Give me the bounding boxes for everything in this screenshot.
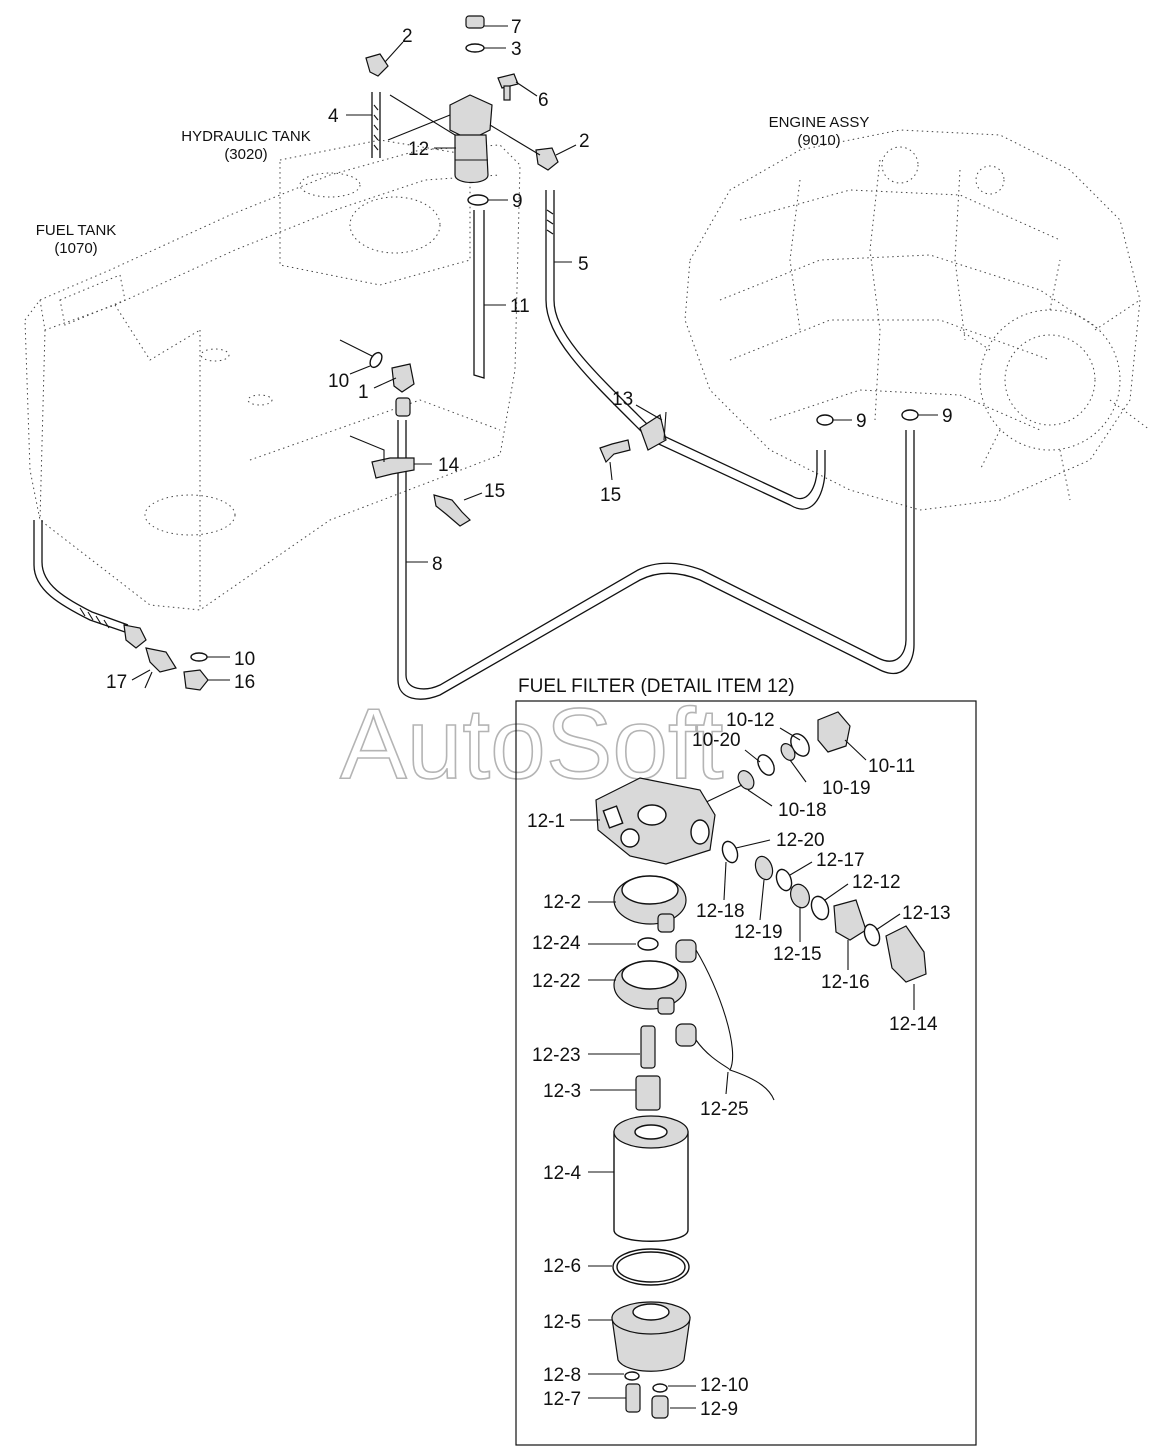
detail-callouts: 10-12 10-20 10-11 10-19 10-18 12-1 12-20… [527, 710, 951, 1420]
callout-15-left: 15 [484, 481, 505, 502]
callout-12-24: 12-24 [532, 933, 581, 954]
callout-12: 12 [408, 139, 429, 160]
callout-12-15: 12-15 [773, 944, 822, 965]
callout-12-5: 12-5 [543, 1312, 581, 1333]
callout-15-right: 15 [600, 485, 621, 506]
callout-12-3: 12-3 [543, 1081, 581, 1102]
detail-frame [515, 700, 977, 1446]
detail-parts [595, 711, 927, 1419]
callout-12-7: 12-7 [543, 1389, 581, 1410]
callout-10-20: 10-20 [692, 730, 741, 751]
fuel-tank-code: (1070) [54, 240, 97, 257]
callout-12-14: 12-14 [889, 1014, 938, 1035]
callout-2-upper: 2 [402, 26, 413, 47]
callout-9-right: 9 [942, 406, 953, 427]
callout-5: 5 [578, 254, 589, 275]
callout-12-2: 12-2 [543, 892, 581, 913]
callout-3: 3 [511, 39, 522, 60]
callout-9-upper: 9 [512, 191, 523, 212]
callout-14: 14 [438, 455, 460, 476]
callout-12-19: 12-19 [734, 922, 783, 943]
main-callouts: 7 3 2 6 4 12 2 9 5 11 10 1 13 9 9 14 15 … [106, 17, 953, 693]
callout-9-mid: 9 [856, 411, 867, 432]
callout-12-6: 12-6 [543, 1256, 581, 1277]
callout-13: 13 [612, 389, 633, 410]
engine-assy-outline [684, 129, 1151, 511]
callout-4: 4 [328, 106, 339, 127]
callout-12-23: 12-23 [532, 1045, 581, 1066]
fuel-tank-outline [24, 144, 521, 611]
callout-2-right: 2 [579, 131, 590, 152]
callout-10-18: 10-18 [778, 800, 827, 821]
callout-12-4: 12-4 [543, 1163, 581, 1184]
callout-11: 11 [510, 296, 530, 317]
callout-12-20: 12-20 [776, 830, 825, 851]
callout-10-11: 10-11 [868, 756, 915, 777]
callout-12-25: 12-25 [700, 1099, 749, 1120]
engine-assy-code: (9010) [797, 132, 840, 149]
callout-12-17: 12-17 [816, 850, 865, 871]
callout-12-9: 12-9 [700, 1399, 738, 1420]
callout-16: 16 [234, 672, 255, 693]
callout-12-12: 12-12 [852, 872, 901, 893]
main-parts [123, 15, 919, 691]
hydraulic-tank-code: (3020) [224, 146, 267, 163]
engine-assy-title: ENGINE ASSY [769, 114, 870, 131]
callout-12-13: 12-13 [902, 903, 951, 924]
callout-12-22: 12-22 [532, 971, 581, 992]
leader-lines [131, 25, 938, 1409]
fuel-filter-detail-title: FUEL FILTER (DETAIL ITEM 12) [518, 676, 795, 697]
callout-6: 6 [538, 90, 549, 111]
hydraulic-tank-outline [279, 139, 471, 286]
callout-12-8: 12-8 [543, 1365, 581, 1386]
callout-17: 17 [106, 672, 127, 693]
callout-12-16: 12-16 [821, 972, 870, 993]
callout-8: 8 [432, 554, 443, 575]
callout-10-lower: 10 [234, 649, 255, 670]
callout-10-12: 10-12 [726, 710, 775, 731]
hydraulic-tank-title: HYDRAULIC TANK [181, 128, 310, 145]
callout-12-1: 12-1 [527, 811, 565, 832]
callout-1: 1 [358, 382, 369, 403]
fuel-tank-title: FUEL TANK [36, 222, 117, 239]
callout-12-10: 12-10 [700, 1375, 749, 1396]
callout-12-18: 12-18 [696, 901, 745, 922]
callout-7: 7 [511, 17, 522, 38]
callout-10-upper: 10 [328, 371, 349, 392]
fuel-lines [33, 92, 915, 700]
callout-10-19: 10-19 [822, 778, 871, 799]
